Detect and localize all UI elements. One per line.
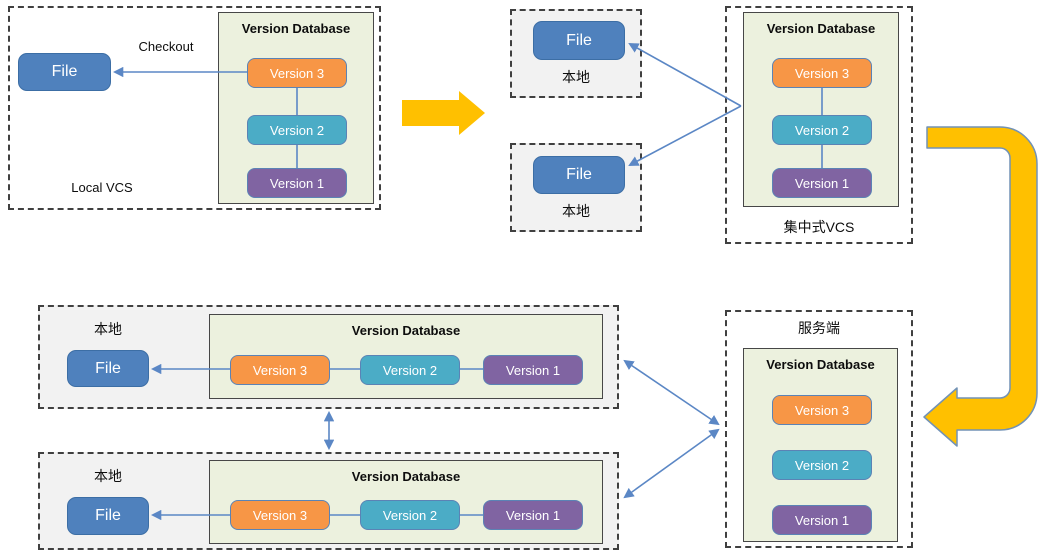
central-version-database-title: Version Database <box>766 21 876 36</box>
central-client-2-file: File <box>533 156 625 194</box>
server-version-1: Version 1 <box>772 505 872 535</box>
flow-arrow-right <box>402 91 485 135</box>
local-vcs-label: Local VCS <box>71 180 133 195</box>
server-label: 服务端 <box>798 320 840 336</box>
central-version-2: Version 2 <box>772 115 872 145</box>
peer-2-version-3: Version 3 <box>230 500 330 530</box>
central-client-1-file: File <box>533 21 625 60</box>
peer-1-version-database-title: Version Database <box>351 323 461 338</box>
peer-2-file: File <box>67 497 149 535</box>
peer-2-version-2: Version 2 <box>360 500 460 530</box>
server-version-3: Version 3 <box>772 395 872 425</box>
server-version-database-title: Version Database <box>766 357 875 372</box>
local-version-3: Version 3 <box>247 58 347 88</box>
central-version-1: Version 1 <box>772 168 872 198</box>
checkout-label: Checkout <box>138 39 194 54</box>
peer-1-label: 本地 <box>94 321 122 337</box>
peer-2-version-1: Version 1 <box>483 500 583 530</box>
server-version-2: Version 2 <box>772 450 872 480</box>
peer-2-server-sync-arrow <box>623 428 720 499</box>
local-file-box: File <box>18 53 111 91</box>
central-client-1-label: 本地 <box>562 69 590 85</box>
local-version-1: Version 1 <box>247 168 347 198</box>
peer-1-version-3: Version 3 <box>230 355 330 385</box>
flow-arrow-curved <box>923 126 1038 447</box>
central-vcs-label: 集中式VCS <box>783 219 855 235</box>
peer-2-label: 本地 <box>94 468 122 484</box>
local-version-database-title: Version Database <box>241 21 351 36</box>
peer-1-server-sync-arrow <box>623 359 720 426</box>
local-version-2: Version 2 <box>247 115 347 145</box>
peer-1-file: File <box>67 350 149 387</box>
central-client-2-label: 本地 <box>562 203 590 219</box>
peer-1-version-1: Version 1 <box>483 355 583 385</box>
peer-2-version-database-title: Version Database <box>351 469 461 484</box>
peer-1-version-2: Version 2 <box>360 355 460 385</box>
central-version-3: Version 3 <box>772 58 872 88</box>
